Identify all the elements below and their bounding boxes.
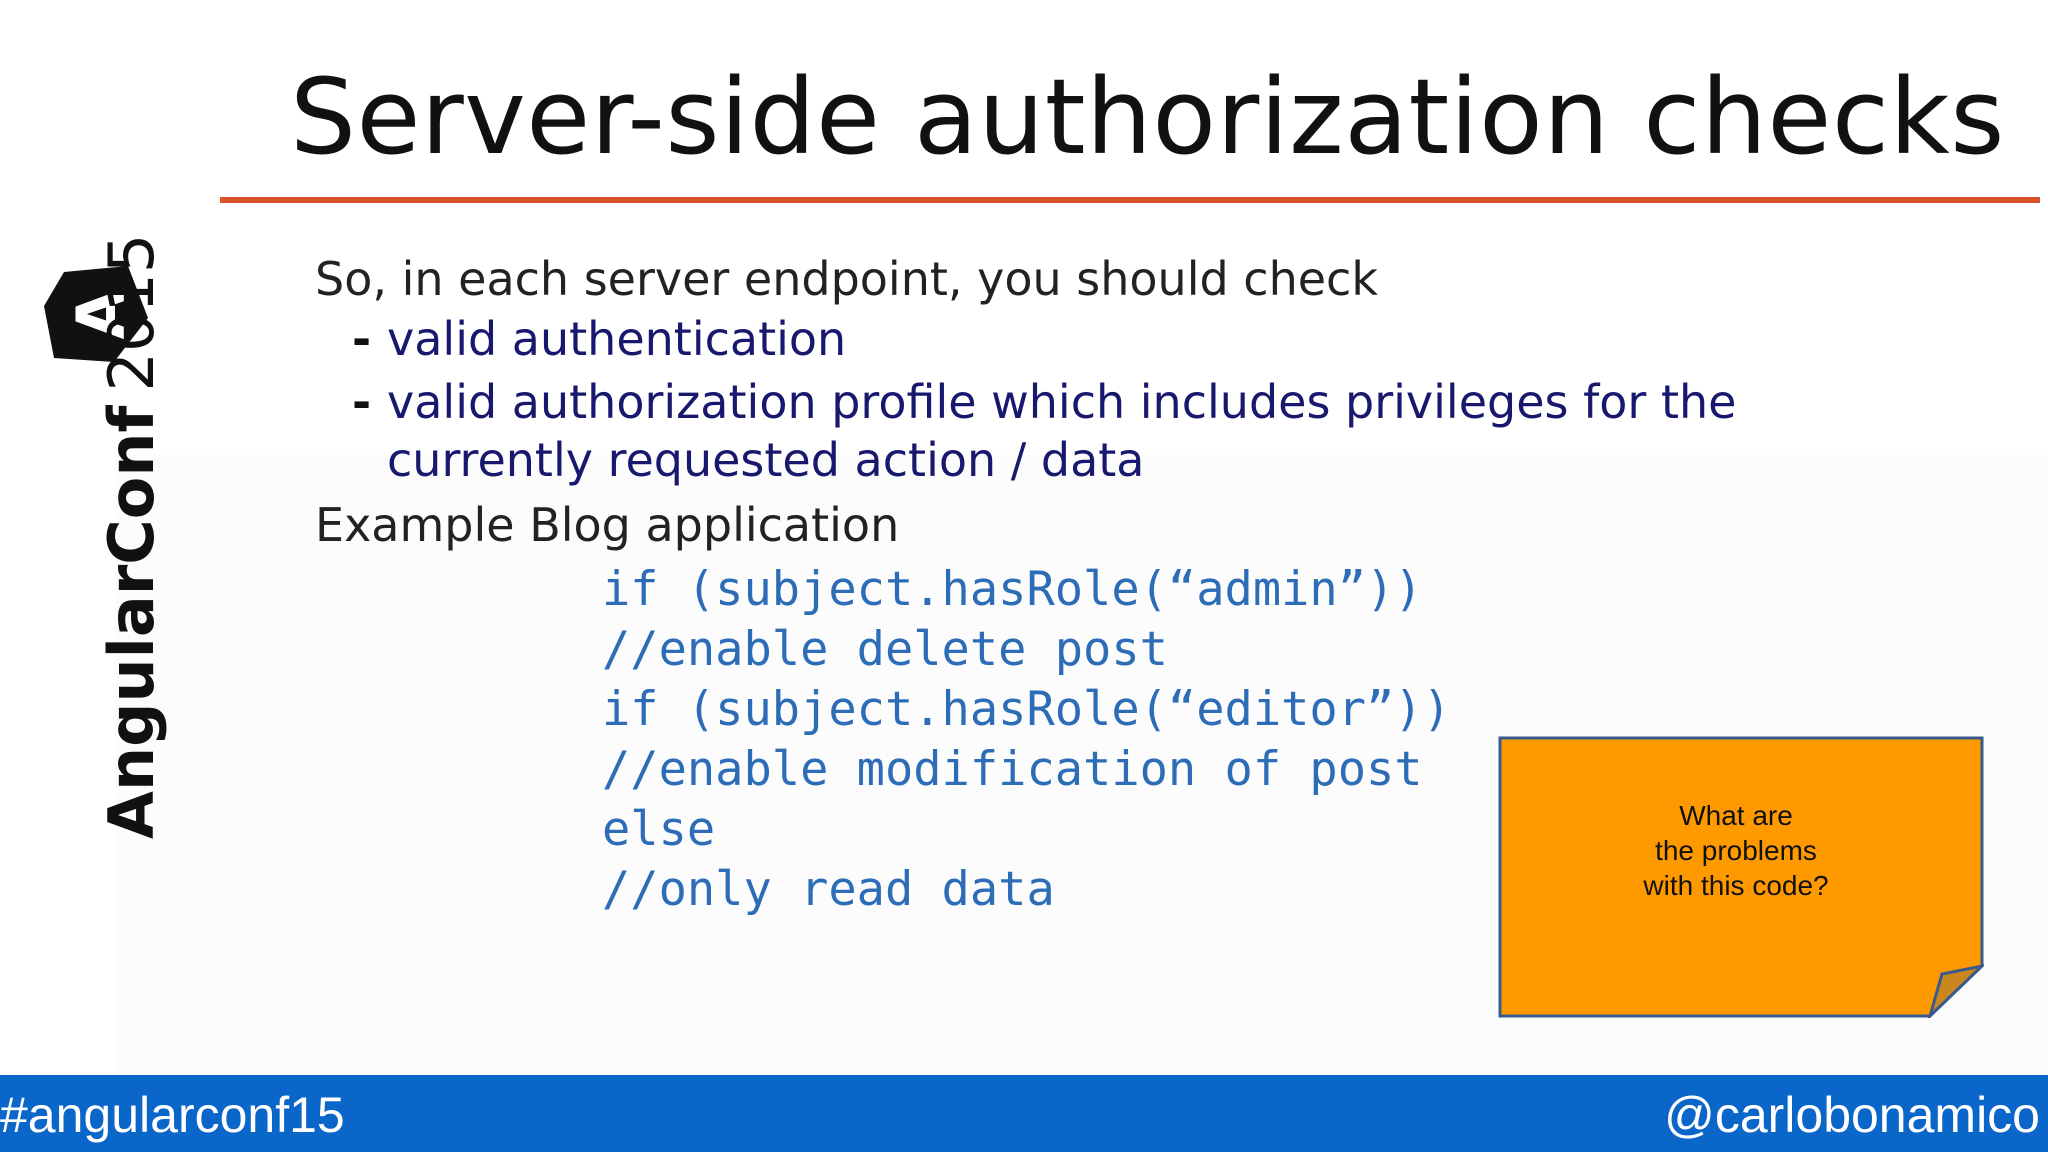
bullet-item-continuation: currently requested action / data	[387, 433, 1145, 487]
bullet-item: valid authorization profile which includ…	[387, 375, 1737, 429]
footer-bar	[0, 1075, 2048, 1152]
example-label: Example Blog application	[315, 498, 900, 552]
slide-title: Server-side authorization checks	[290, 56, 2005, 178]
sticky-note-line: the problems	[1655, 835, 1817, 866]
sticky-note-line: with this code?	[1643, 870, 1829, 901]
conference-logo-text: AngularConf 2015	[95, 233, 168, 839]
title-divider	[220, 197, 2040, 203]
logo-brand: AngularConf	[95, 405, 168, 839]
logo-year: 2015	[95, 233, 168, 392]
code-line: //only read data	[602, 862, 1055, 917]
sticky-note-text: What are the problems with this code?	[1550, 798, 1922, 903]
code-line: //enable delete post	[602, 622, 1168, 677]
footer-hashtag: #angularconf15	[0, 1087, 345, 1143]
footer-handle: @carlobonamico	[1664, 1087, 2040, 1143]
angular-shield-icon: A	[44, 266, 148, 362]
code-line: if (subject.hasRole(“editor”))	[602, 682, 1451, 737]
sticky-note-line: What are	[1679, 800, 1793, 831]
bullet-marker: -	[352, 375, 372, 429]
svg-text:A: A	[63, 288, 140, 339]
code-line: else	[602, 802, 716, 857]
sticky-note	[1498, 736, 1984, 1018]
code-line: if (subject.hasRole(“admin”))	[602, 562, 1423, 617]
bullet-marker: -	[352, 312, 372, 366]
intro-text: So, in each server endpoint, you should …	[315, 252, 1378, 306]
code-line: //enable modification of post	[602, 742, 1423, 797]
bullet-item: valid authentication	[387, 312, 847, 366]
